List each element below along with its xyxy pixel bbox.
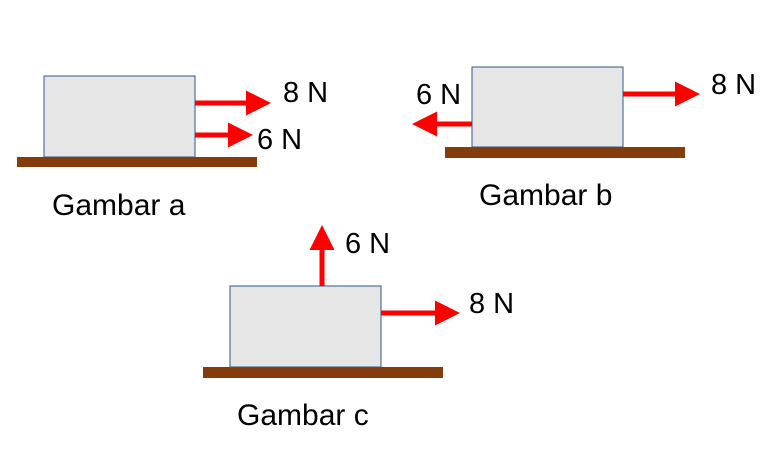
force-label-b-2: 8 N — [711, 69, 756, 101]
block-c — [229, 285, 382, 368]
force-label-b-1: 6 N — [416, 79, 461, 111]
figure-a: 8 N 6 N Gambar a — [17, 75, 328, 222]
caption-a: Gambar a — [52, 189, 186, 222]
force-label-a-1: 8 N — [283, 77, 328, 109]
force-label-a-2: 6 N — [257, 124, 302, 156]
force-label-c-2: 8 N — [469, 288, 514, 320]
ground-b — [445, 147, 685, 158]
ground-c — [203, 367, 443, 378]
caption-b: Gambar b — [479, 179, 612, 212]
figure-b: 6 N 8 N Gambar b — [412, 66, 756, 212]
figure-c: 6 N 8 N Gambar c — [203, 225, 514, 432]
block-a — [43, 75, 196, 158]
caption-c: Gambar c — [237, 399, 369, 432]
ground-a — [17, 157, 257, 167]
force-label-c-1: 6 N — [345, 228, 390, 260]
block-b — [471, 66, 624, 148]
